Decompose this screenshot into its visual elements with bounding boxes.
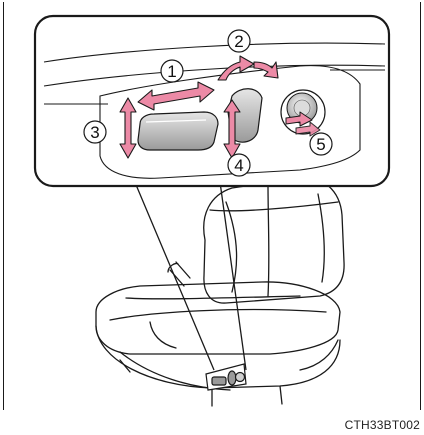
callout-1: 1 (161, 60, 183, 82)
svg-text:5: 5 (316, 135, 325, 154)
callout-2: 2 (228, 30, 250, 52)
svg-text:4: 4 (234, 156, 243, 175)
callout-leader (134, 180, 246, 372)
svg-text:3: 3 (90, 123, 99, 142)
detail-inset: 1 2 3 4 5 (35, 16, 389, 186)
figure-code: CTH33BT002 (345, 418, 420, 432)
slide-switch-icon (138, 112, 218, 150)
seat-side-switches (206, 364, 246, 390)
callout-5: 5 (310, 133, 332, 155)
svg-text:2: 2 (234, 32, 243, 51)
callout-3: 3 (84, 121, 106, 143)
callout-4: 4 (228, 154, 250, 176)
svg-text:1: 1 (167, 62, 176, 81)
